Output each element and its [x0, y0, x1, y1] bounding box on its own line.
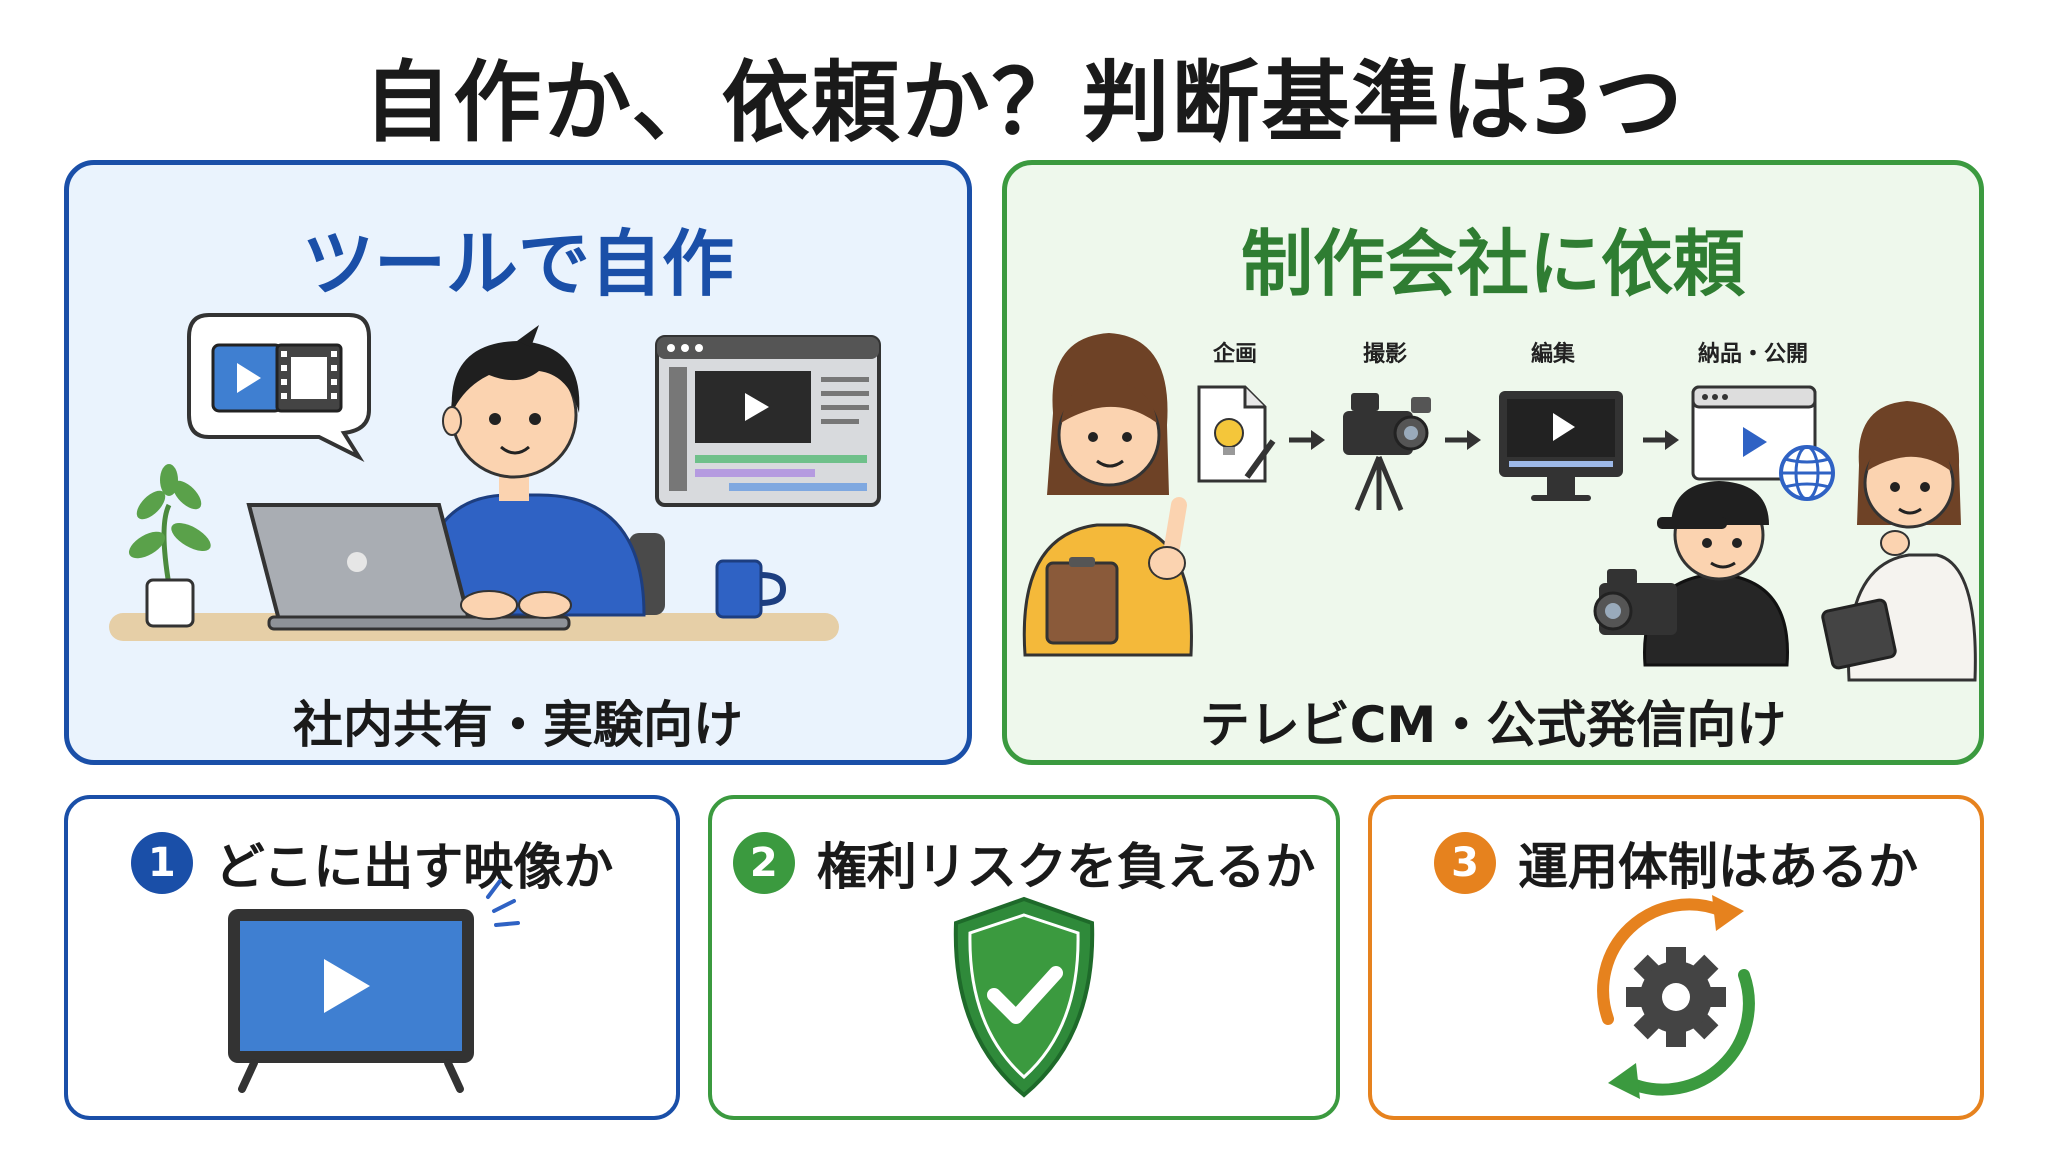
- presenter-person-icon: [1022, 333, 1193, 657]
- criterion-title-1: どこに出す映像か: [214, 838, 614, 896]
- step-label-shooting: 撮影: [1363, 341, 1407, 367]
- agency-illustration: 企画 撮影 編集 納品・公開: [1022, 333, 1977, 682]
- criterion-title-3: 運用体制はあるか: [1518, 838, 1918, 896]
- number-badge-2: 2: [732, 832, 795, 894]
- diy-illustration: [109, 313, 881, 641]
- number-badge-1: 1: [130, 832, 193, 894]
- criterion-card-3: 3 運用体制はあるか: [1368, 795, 1984, 1120]
- shield-check-icon: [953, 896, 1095, 1098]
- publish-browser-globe-icon: [1691, 385, 1835, 501]
- arrow-right-icon: [1643, 430, 1679, 450]
- plant-icon: [128, 464, 211, 628]
- diy-panel-heading: ツールで自作: [301, 222, 734, 306]
- diy-panel: ツールで自作: [64, 160, 972, 765]
- tv-play-icon: [228, 879, 520, 1093]
- criterion-card-1: 1 どこに出す映像か: [64, 795, 680, 1120]
- editor-window-icon: [655, 335, 881, 507]
- step-label-editing: 編集: [1531, 341, 1576, 367]
- criterion-card-2: 2 権利リスクを負えるか: [708, 795, 1340, 1120]
- thinking-person-icon: [1821, 401, 1977, 682]
- criterion-header-3: 3 運用体制はあるか: [1372, 827, 1980, 899]
- agency-panel-heading: 制作会社に依頼: [1240, 222, 1745, 306]
- criterion-header-2: 2 権利リスクを負えるか: [712, 827, 1336, 899]
- agency-panel: 制作会社に依頼 企画 撮影 編集 納品・公開: [1002, 160, 1984, 765]
- step-label-planning: 企画: [1212, 341, 1257, 367]
- number-badge-3: 3: [1434, 832, 1496, 894]
- video-camera-tripod-icon: [1343, 393, 1431, 511]
- person-laptop-icon: [246, 325, 665, 631]
- step-label-delivery: 納品・公開: [1698, 341, 1808, 367]
- diy-panel-caption: 社内共有・実験向け: [293, 696, 743, 754]
- page-title: 自作か、依頼か？判断基準は3つ: [363, 51, 1685, 154]
- agency-panel-caption: テレビCM・公式発信向け: [1199, 696, 1787, 754]
- video-bubble-icon: [187, 313, 371, 462]
- gear-cycle-icon: [1597, 895, 1755, 1099]
- criterion-header-1: 1 どこに出す映像か: [68, 827, 676, 899]
- idea-document-icon: [1197, 385, 1276, 483]
- mug-icon: [715, 559, 787, 619]
- camera-operator-icon: [1593, 481, 1789, 667]
- arrow-right-icon: [1445, 430, 1481, 450]
- arrow-right-icon: [1289, 430, 1325, 450]
- editing-monitor-icon: [1499, 391, 1623, 501]
- criterion-title-2: 権利リスクを負えるか: [816, 838, 1316, 896]
